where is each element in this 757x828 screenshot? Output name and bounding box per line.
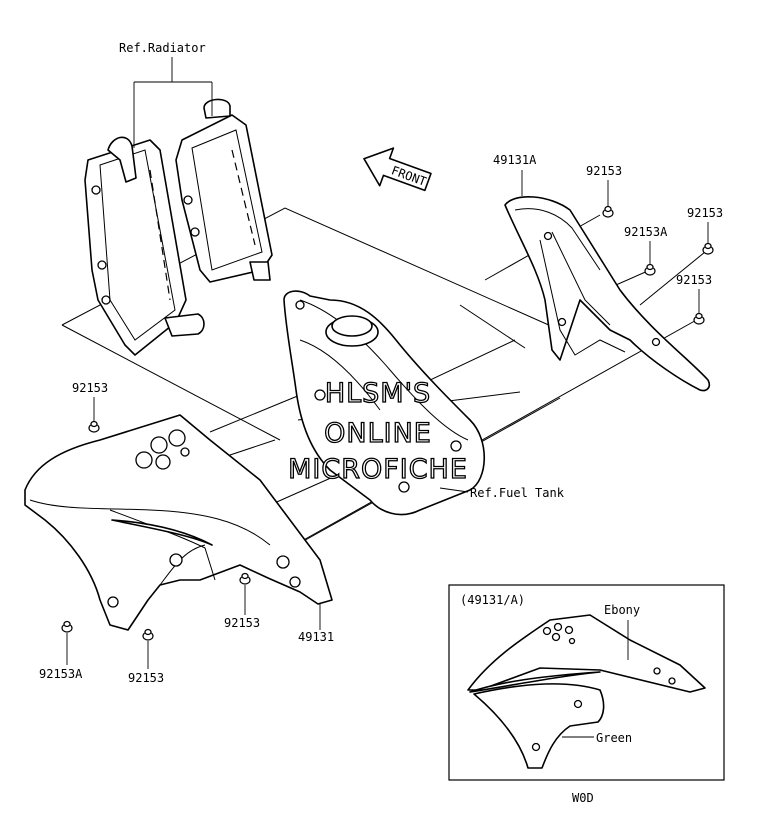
bolt-icon (61, 620, 73, 633)
ref-radiator-label: Ref.Radiator (119, 41, 206, 55)
part-number-92153: 92153 (586, 164, 622, 178)
part-number-92153: 92153 (128, 671, 164, 685)
part-number-92153A: 92153A (39, 667, 83, 681)
part-number-92153A: 92153A (624, 225, 668, 239)
watermark-line-1: HLSM'S (325, 378, 431, 409)
part-number-49131: 49131 (298, 630, 334, 644)
front-arrow-icon: FRONT (363, 147, 432, 192)
part-number-92153: 92153 (687, 206, 723, 220)
inset-shroud-green (473, 683, 605, 769)
color-variant-inset: (49131/A) Ebony Green (448, 584, 725, 781)
fuel-tank (283, 290, 486, 516)
watermark: HLSM'S ONLINE MICROFICHE (287, 377, 468, 485)
bolt-icon (702, 242, 714, 255)
bolt-icon (644, 263, 656, 276)
inset-shroud-ebony (467, 614, 706, 693)
inset-caption: W0D (572, 791, 594, 805)
bolt-icon (239, 572, 251, 585)
part-number-92153: 92153 (224, 616, 260, 630)
ref-fuel-tank-label: Ref.Fuel Tank (470, 486, 565, 500)
bolt-icon (88, 420, 100, 433)
ref-fuel-tank-leader (439, 487, 469, 493)
radiator-right (175, 98, 273, 283)
bolt-icon (602, 205, 614, 218)
radiator-left (84, 136, 205, 356)
watermark-line-2: ONLINE (324, 418, 432, 449)
part-number-92153: 92153 (72, 381, 108, 395)
inset-color-ebony: Ebony (604, 603, 640, 617)
inset-header: (49131/A) (460, 593, 525, 607)
watermark-line-3: MICROFICHE (288, 454, 468, 485)
bolt-icon (142, 628, 154, 641)
part-number-92153: 92153 (676, 273, 712, 287)
shroud-right (504, 195, 711, 392)
ref-radiator-bracket (133, 57, 213, 148)
part-number-49131A: 49131A (493, 153, 537, 167)
shroud-left (24, 414, 333, 631)
inset-color-green: Green (596, 731, 632, 745)
bolt-icon (693, 312, 705, 325)
